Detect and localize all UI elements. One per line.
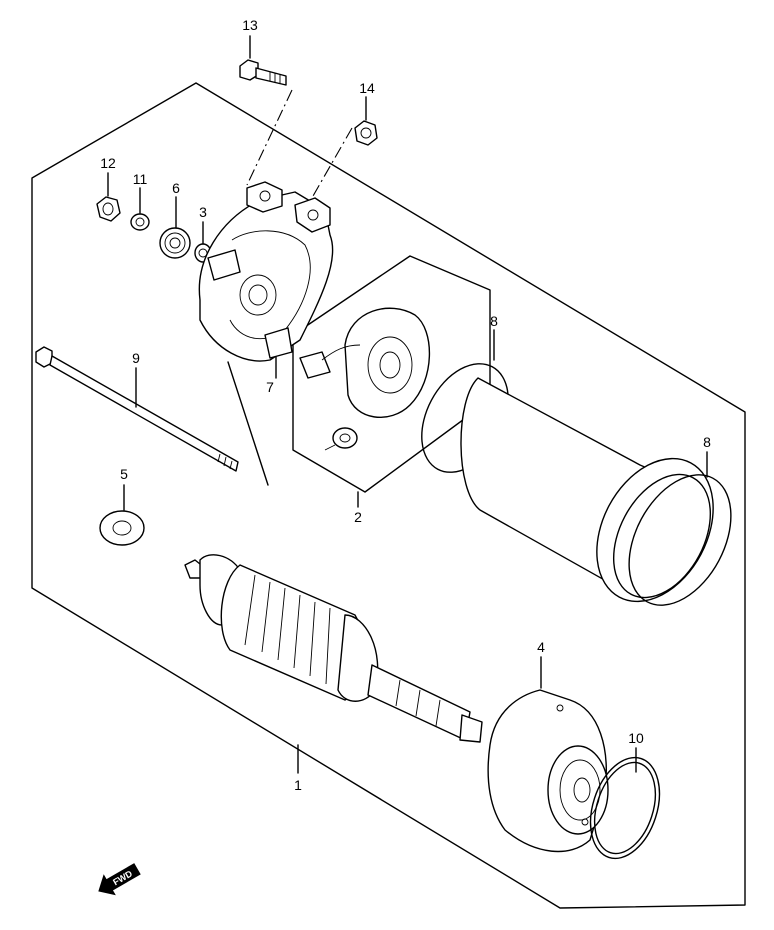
end-cover-housing bbox=[198, 181, 334, 362]
nut-12 bbox=[96, 196, 121, 222]
fwd-arrow-icon: FWD bbox=[98, 863, 141, 896]
nut-alignment-line bbox=[304, 127, 353, 211]
callout-14: 14 bbox=[359, 80, 375, 96]
callout-9: 9 bbox=[132, 350, 140, 366]
callout-8-right: 8 bbox=[703, 434, 711, 450]
armature-1 bbox=[184, 554, 483, 743]
nut-14 bbox=[354, 120, 378, 146]
callout-1: 1 bbox=[294, 777, 302, 793]
callout-6: 6 bbox=[172, 180, 180, 196]
callout-5: 5 bbox=[120, 466, 128, 482]
callout-8-left: 8 bbox=[490, 313, 498, 329]
washer-5 bbox=[99, 510, 145, 546]
assembly-boundary bbox=[31, 82, 746, 909]
brush-holder-2 bbox=[299, 307, 431, 451]
yoke-housing bbox=[421, 363, 732, 606]
callout-12: 12 bbox=[100, 155, 116, 171]
tie-bolt-9 bbox=[35, 346, 239, 472]
o-ring-10 bbox=[589, 756, 661, 860]
callout-7: 7 bbox=[266, 379, 274, 395]
bearing-6 bbox=[159, 227, 191, 259]
callout-11: 11 bbox=[133, 171, 148, 187]
front-housing-4 bbox=[487, 689, 609, 853]
bolt-alignment-line bbox=[246, 89, 293, 186]
callout-13: 13 bbox=[242, 17, 258, 33]
o-ring-8-right bbox=[628, 474, 732, 606]
callout-10: 10 bbox=[628, 730, 644, 746]
callout-2: 2 bbox=[354, 509, 362, 525]
collar-11 bbox=[130, 213, 150, 231]
callout-4: 4 bbox=[537, 639, 545, 655]
bolt-13 bbox=[239, 59, 287, 86]
callout-3: 3 bbox=[199, 204, 207, 220]
tie-bolt-guide-line bbox=[227, 361, 269, 486]
